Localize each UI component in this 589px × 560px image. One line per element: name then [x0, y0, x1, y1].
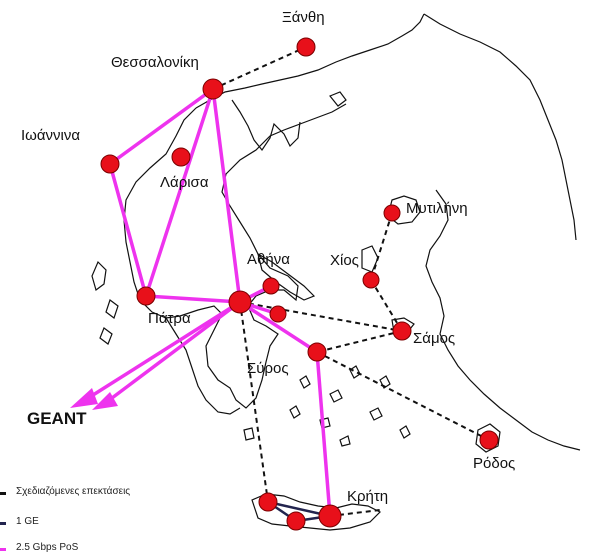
city-label-samos: Σάμος: [413, 330, 456, 347]
link-thessaloniki-xanthi: [212, 46, 307, 90]
geant-arrow-2: [92, 392, 118, 410]
node-xanthi: [296, 37, 316, 57]
city-label-rodos: Ρόδος: [473, 455, 516, 472]
node-crete-rethymno: [286, 511, 306, 531]
crete-coast: [251, 493, 382, 531]
turkey-coast: [423, 13, 581, 451]
link-athina-geant-1: [80, 300, 242, 404]
node-larisa: [171, 147, 191, 167]
cyclades-coast: [289, 365, 411, 447]
link-ioannina-patra: [108, 162, 148, 298]
city-label-syros: Σύρος: [247, 360, 289, 377]
legend-item-pos: 2.5 Gbps PoS: [0, 542, 230, 556]
link-athina-geant-2: [102, 300, 242, 406]
legend-swatch-1ge: [0, 522, 6, 525]
node-athina-3: [269, 305, 287, 323]
city-label-patra: Πάτρα: [148, 310, 191, 327]
city-label-ioannina: Ιωάννινα: [21, 127, 81, 144]
thasos-coast: [329, 91, 347, 107]
city-label-thessaloniki: Θεσσαλονίκη: [111, 54, 199, 71]
node-ioannina: [100, 154, 120, 174]
city-label-athina: Αθήνα: [247, 251, 290, 268]
legend-item-1ge: 1 GE: [0, 516, 230, 530]
link-mytilini-chios: [370, 212, 393, 281]
legend-label-1ge: 1 GE: [16, 516, 39, 527]
geant-arrow-1: [70, 388, 98, 408]
mainland-coast: [123, 13, 425, 409]
city-label-xanthi: Ξάνθη: [282, 9, 325, 26]
geant-label: GEANT: [27, 409, 87, 428]
link-thessaloniki-patra: [144, 87, 215, 298]
city-label-kriti: Κρήτη: [347, 488, 389, 505]
link-athina-syros: [238, 300, 319, 354]
peloponnese-coast: [165, 317, 241, 415]
link-syros-rodos: [316, 351, 490, 441]
pos-links: [70, 87, 332, 518]
legend-swatch-pos: [0, 548, 6, 551]
planned-links: [212, 46, 490, 517]
node-samos: [392, 321, 412, 341]
legend-label-pos: 2.5 Gbps PoS: [16, 542, 79, 553]
node-rodos: [479, 430, 499, 450]
link-chios-samos: [370, 279, 403, 332]
node-mytilini: [383, 204, 401, 222]
node-patra: [136, 286, 156, 306]
node-crete-chania: [258, 492, 278, 512]
legend-swatch-planned: [0, 492, 6, 495]
node-syros: [307, 342, 327, 362]
legend-item-planned: Σχεδιαζόμενες επεκτάσεις: [0, 486, 230, 500]
city-label-chios: Χίος: [330, 252, 359, 269]
node-kriti: [318, 504, 342, 528]
coastline: [91, 13, 581, 531]
kythira-coast: [243, 427, 255, 441]
evia-coast: [257, 252, 316, 301]
node-thessaloniki: [202, 78, 224, 100]
link-samos-syros: [316, 330, 403, 353]
city-label-larisa: Λάρισα: [160, 174, 209, 191]
nodes: [100, 37, 499, 531]
link-thessaloniki-ioannina: [108, 87, 215, 166]
link-athina-crete-west: [239, 301, 269, 503]
ionian-coast: [91, 260, 119, 345]
node-chios: [362, 271, 380, 289]
city-label-mytilini: Μυτιλήνη: [406, 200, 468, 217]
chalkidiki-coast: [231, 99, 301, 152]
rhodes-coast: [475, 423, 501, 453]
node-athina: [228, 290, 252, 314]
node-athina-2: [262, 277, 280, 295]
link-syros-kriti: [315, 350, 332, 518]
link-thessaloniki-athina: [211, 87, 242, 304]
legend-label-planned: Σχεδιαζόμενες επεκτάσεις: [16, 486, 131, 497]
link-athina-samos: [239, 301, 403, 332]
link-patra-athina: [144, 294, 242, 304]
